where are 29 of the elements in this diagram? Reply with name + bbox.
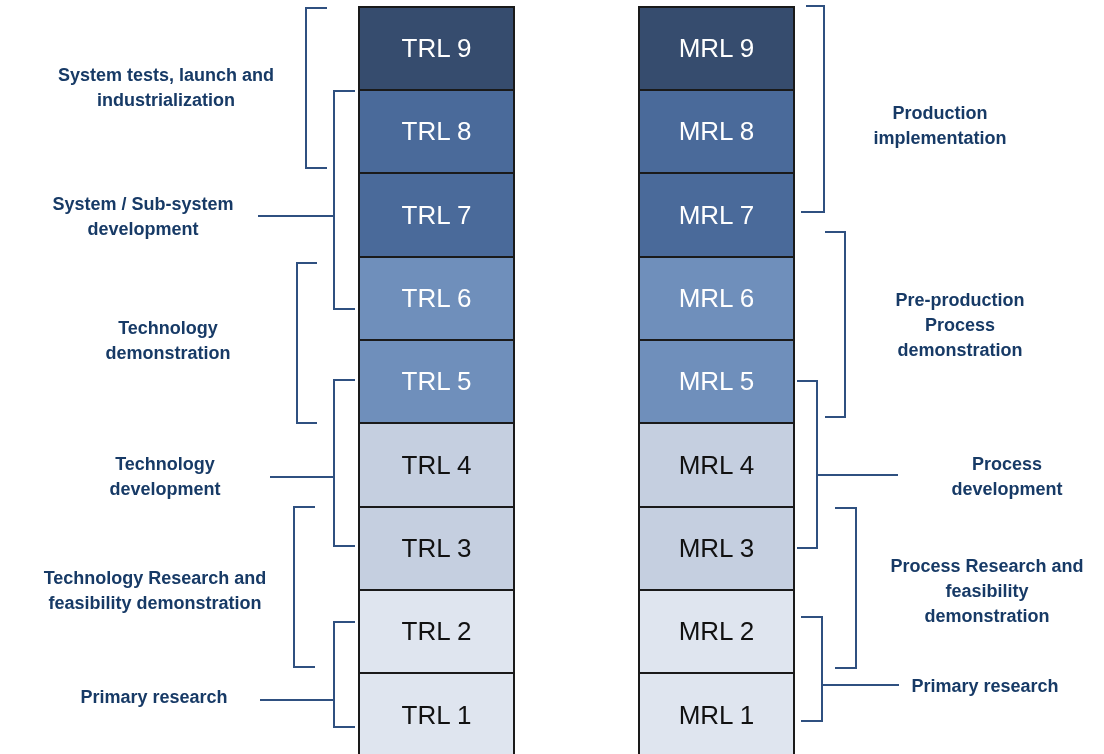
phase-label: Process Research and feasibility demonstration xyxy=(889,554,1085,628)
phase-label: Technology development xyxy=(108,453,222,501)
level-cell: TRL 1 xyxy=(358,672,515,754)
phase-label: Production implementation xyxy=(872,102,1008,150)
level-cell: MRL 3 xyxy=(638,506,795,591)
phase-label: Primary research xyxy=(79,685,229,709)
level-cell: MRL 7 xyxy=(638,172,795,258)
level-cell: MRL 6 xyxy=(638,256,795,341)
phase-label: System tests, launch and industrialization xyxy=(56,64,276,112)
phase-label: Process development xyxy=(950,453,1064,501)
level-cell: MRL 5 xyxy=(638,339,795,424)
level-cell: TRL 9 xyxy=(358,6,515,91)
level-cell: TRL 8 xyxy=(358,89,515,174)
level-cell: TRL 6 xyxy=(358,256,515,341)
phase-label: Technology demonstration xyxy=(104,317,232,365)
level-cell: TRL 5 xyxy=(358,339,515,424)
level-cell: MRL 4 xyxy=(638,422,795,508)
phase-label: Primary research xyxy=(910,674,1060,698)
level-cell: TRL 4 xyxy=(358,422,515,508)
level-cell: MRL 1 xyxy=(638,672,795,754)
level-cell: MRL 9 xyxy=(638,6,795,91)
phase-label: Pre-production Process demonstration xyxy=(894,288,1026,362)
level-cell: TRL 3 xyxy=(358,506,515,591)
level-cell: MRL 8 xyxy=(638,89,795,174)
level-cell: MRL 2 xyxy=(638,589,795,674)
phase-label: System / Sub-system development xyxy=(51,193,235,241)
level-cell: TRL 2 xyxy=(358,589,515,674)
level-cell: TRL 7 xyxy=(358,172,515,258)
phase-label: Technology Research and feasibility demonstration xyxy=(42,567,268,615)
